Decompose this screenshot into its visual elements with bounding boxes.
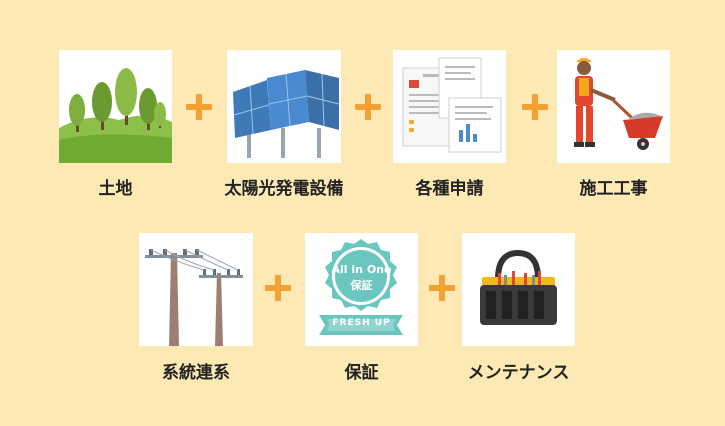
documents-icon bbox=[393, 50, 506, 163]
item-label-grid: 系統連系 bbox=[162, 363, 230, 383]
land-trees-icon bbox=[59, 50, 172, 163]
item-label-warranty: 保証 bbox=[344, 363, 379, 383]
item-label-maintenance: メンテナンス bbox=[467, 363, 570, 383]
documents-tile bbox=[393, 50, 506, 163]
plus-icon bbox=[522, 94, 548, 120]
item-label-land: 土地 bbox=[98, 179, 133, 199]
warranty-tile: All in One 保証 FRESH UP bbox=[305, 233, 418, 346]
plus-icon bbox=[429, 275, 455, 301]
item-label-applications: 各種申請 bbox=[415, 179, 484, 199]
construction-worker-icon bbox=[557, 50, 670, 163]
utility-pole-icon bbox=[139, 233, 253, 346]
badge-ribbon: FRESH UP bbox=[332, 318, 391, 328]
maintenance-tile bbox=[462, 233, 575, 346]
construction-tile bbox=[557, 50, 670, 163]
badge-line2: 保証 bbox=[350, 279, 373, 292]
badge-line1: All in One bbox=[331, 263, 392, 276]
warranty-badge-icon bbox=[305, 233, 418, 346]
land-tile bbox=[59, 50, 172, 163]
grid-connection-tile bbox=[139, 233, 253, 346]
solar-tile bbox=[227, 50, 341, 163]
item-label-construction: 施工工事 bbox=[579, 179, 648, 199]
plus-icon bbox=[265, 275, 291, 301]
solar-panel-icon bbox=[227, 50, 341, 163]
plus-icon bbox=[186, 94, 212, 120]
plus-icon bbox=[355, 94, 381, 120]
tool-bag-icon bbox=[462, 233, 575, 346]
item-label-solar: 太陽光発電設備 bbox=[224, 179, 344, 199]
